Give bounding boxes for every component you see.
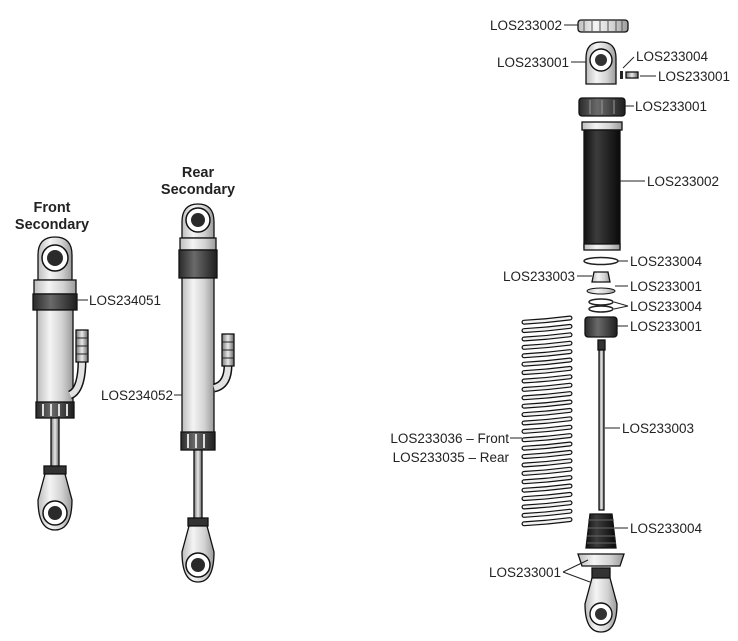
spring-coil-highlight — [522, 316, 572, 324]
bump-boot — [585, 513, 617, 549]
label-washer: LOS233001 — [630, 279, 702, 294]
exploded-main-shock — [577, 19, 639, 633]
label-rod-end-top: LOS233001 — [497, 55, 569, 70]
front-heading-line2: Secondary — [15, 217, 89, 233]
label-nut: LOS233003 — [503, 269, 575, 284]
label-shaft: LOS233003 — [622, 421, 694, 436]
spring-coil-highlight — [522, 434, 572, 442]
exploded-labels: LOS233002 LOS233001 LOS233004 LOS233001 … — [390, 18, 730, 583]
label-seal-cap: LOS233001 — [630, 319, 702, 334]
front-bottom-cap — [35, 401, 75, 419]
spring-coil-highlight — [522, 409, 572, 416]
spring-coil-highlight — [522, 350, 572, 358]
label-los234052: LOS234052 — [101, 388, 173, 403]
nut — [591, 271, 611, 283]
rear-heading-line2: Secondary — [161, 182, 235, 198]
spring-coil-highlight — [522, 325, 572, 332]
spring-coil-highlight — [522, 484, 572, 492]
spring-coil-highlight — [522, 451, 572, 458]
coil-spring — [521, 315, 573, 527]
front-secondary-shock: Front Secondary LOS234051 — [15, 200, 161, 531]
top-cap — [577, 19, 629, 33]
shock-body — [583, 129, 621, 249]
label-los234051: LOS234051 — [89, 293, 161, 308]
spring-coil-highlight — [522, 417, 572, 425]
spring-coil-highlight — [522, 459, 572, 467]
spring-coil-highlight — [522, 341, 572, 349]
rear-bottom-cap — [180, 431, 216, 451]
spring-coil-highlight — [522, 333, 572, 341]
shaft — [598, 349, 605, 511]
oring-a — [583, 256, 619, 266]
spring-coil-highlight — [522, 392, 572, 400]
spring-coil-highlight — [522, 518, 572, 526]
label-lower-parts: LOS233001 — [489, 565, 561, 580]
label-body: LOS233002 — [647, 174, 719, 189]
front-band — [32, 293, 78, 311]
spring-coil-highlight — [522, 425, 572, 433]
label-spring-rear: LOS233035 – Rear — [393, 450, 510, 465]
label-boot: LOS233004 — [630, 521, 703, 536]
label-spring-front: LOS233036 – Front — [390, 431, 509, 446]
label-oring-a: LOS233004 — [630, 254, 703, 269]
front-body — [36, 309, 74, 407]
rear-body — [181, 277, 215, 435]
rear-secondary-shock: Rear Secondary LOS234052 — [101, 165, 235, 583]
oring-b — [588, 298, 614, 306]
label-cap-top: LOS233002 — [490, 18, 562, 33]
spring-coil-highlight — [522, 493, 572, 500]
spring-coil-highlight — [522, 383, 572, 391]
spring-coil-highlight — [522, 442, 572, 450]
rear-heading-line1: Rear — [182, 165, 215, 181]
bleed-screw — [625, 71, 639, 79]
front-heading-line1: Front — [33, 200, 70, 216]
label-oring-b: LOS233004 — [630, 299, 703, 314]
spring-coil-highlight — [522, 358, 572, 366]
label-collar: LOS233001 — [635, 99, 707, 114]
washer — [586, 287, 616, 295]
spring-coil-highlight — [522, 501, 572, 509]
spring-coil-highlight — [522, 375, 572, 383]
spring-coil-highlight — [522, 509, 572, 517]
front-collar — [33, 279, 77, 295]
spring-coil-highlight — [522, 400, 572, 408]
spring-coil-highlight — [522, 467, 572, 475]
spring-coil-highlight — [522, 367, 572, 374]
rear-shaft — [193, 449, 203, 521]
front-shaft — [50, 417, 60, 469]
spring-coil-highlight — [522, 476, 572, 484]
label-bleed-oring: LOS233004 — [636, 49, 709, 64]
seal-cap — [584, 316, 618, 338]
lower-cap — [577, 553, 625, 567]
bleed-oring — [620, 71, 623, 79]
label-bleed-screw: LOS233001 — [658, 69, 730, 84]
rear-band — [178, 249, 218, 279]
